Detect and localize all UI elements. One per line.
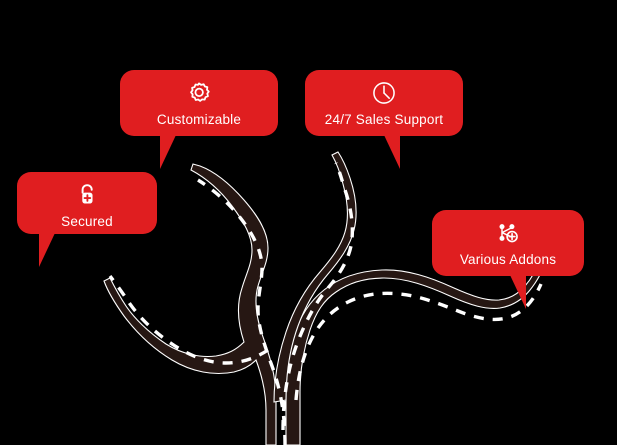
callout-tail xyxy=(384,135,400,169)
callout-tail xyxy=(160,135,176,169)
gear-icon xyxy=(186,80,212,106)
road-upper-right-branch xyxy=(273,151,357,403)
callout-customizable[interactable]: Customizable xyxy=(120,70,278,169)
callout-label: 24/7 Sales Support xyxy=(324,112,444,127)
callout-label: Customizable xyxy=(156,112,242,127)
road-dash-left-branch xyxy=(108,274,269,365)
callout-label: Various Addons xyxy=(459,252,557,267)
callout-sales-support[interactable]: 24/7 Sales Support xyxy=(305,70,463,169)
callout-secured[interactable]: Secured xyxy=(17,172,157,267)
callout-tail xyxy=(510,275,526,309)
callout-tail xyxy=(39,233,55,267)
road-dash-right-branch xyxy=(294,283,543,401)
road-dash-trunk xyxy=(197,178,287,445)
callout-various-addons[interactable]: Various Addons xyxy=(432,210,584,309)
addons-node-plus-icon xyxy=(495,220,522,246)
padlock-open-icon xyxy=(75,182,99,208)
road-trunk xyxy=(103,163,277,445)
road-right-fork xyxy=(285,261,545,445)
clock-icon xyxy=(371,80,397,106)
callout-label: Secured xyxy=(61,214,113,229)
